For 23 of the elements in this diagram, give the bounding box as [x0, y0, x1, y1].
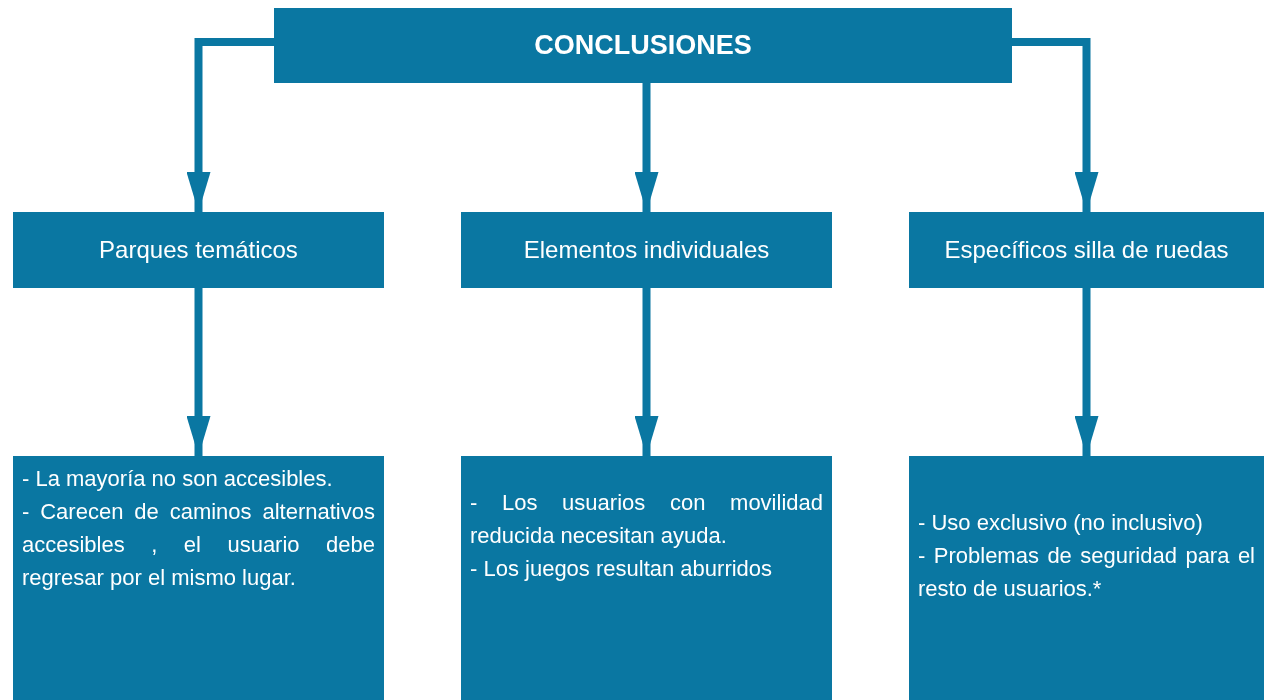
arrow: [186, 288, 211, 456]
conclusion-box: [13, 456, 384, 700]
heading-text: Parques temáticos: [99, 236, 298, 264]
bullet-text: - Los usuarios con movilidad reducida necesitan ayuda.: [470, 489, 823, 550]
arrow: [634, 83, 659, 212]
arrow: [1012, 38, 1099, 212]
title-text: CONCLUSIONES: [534, 30, 752, 61]
title-box: [274, 8, 1012, 83]
bullet-text: - La mayoría no son accesibles.: [22, 465, 334, 493]
arrow: [634, 288, 659, 456]
bullet-text: - Carecen de caminos alternativos accesibles , el usuario debe regresar por el mismo lugar.: [22, 498, 375, 592]
bullet-text: - Uso exclusivo (no inclusivo): [918, 509, 1204, 537]
arrow: [186, 38, 274, 212]
bullet-text: - Problemas de seguridad para el resto de usuarios.*: [918, 542, 1255, 603]
category-box: [909, 212, 1264, 288]
arrow: [1074, 288, 1099, 456]
conclusion-box: [909, 456, 1264, 700]
heading-text: Específicos silla de ruedas: [944, 236, 1229, 264]
conclusion-box: [461, 456, 832, 700]
category-box: [13, 212, 384, 288]
heading-text: Elementos individuales: [523, 236, 770, 264]
category-box: [461, 212, 832, 288]
bullet-text: - Los juegos resultan aburridos: [470, 555, 774, 583]
